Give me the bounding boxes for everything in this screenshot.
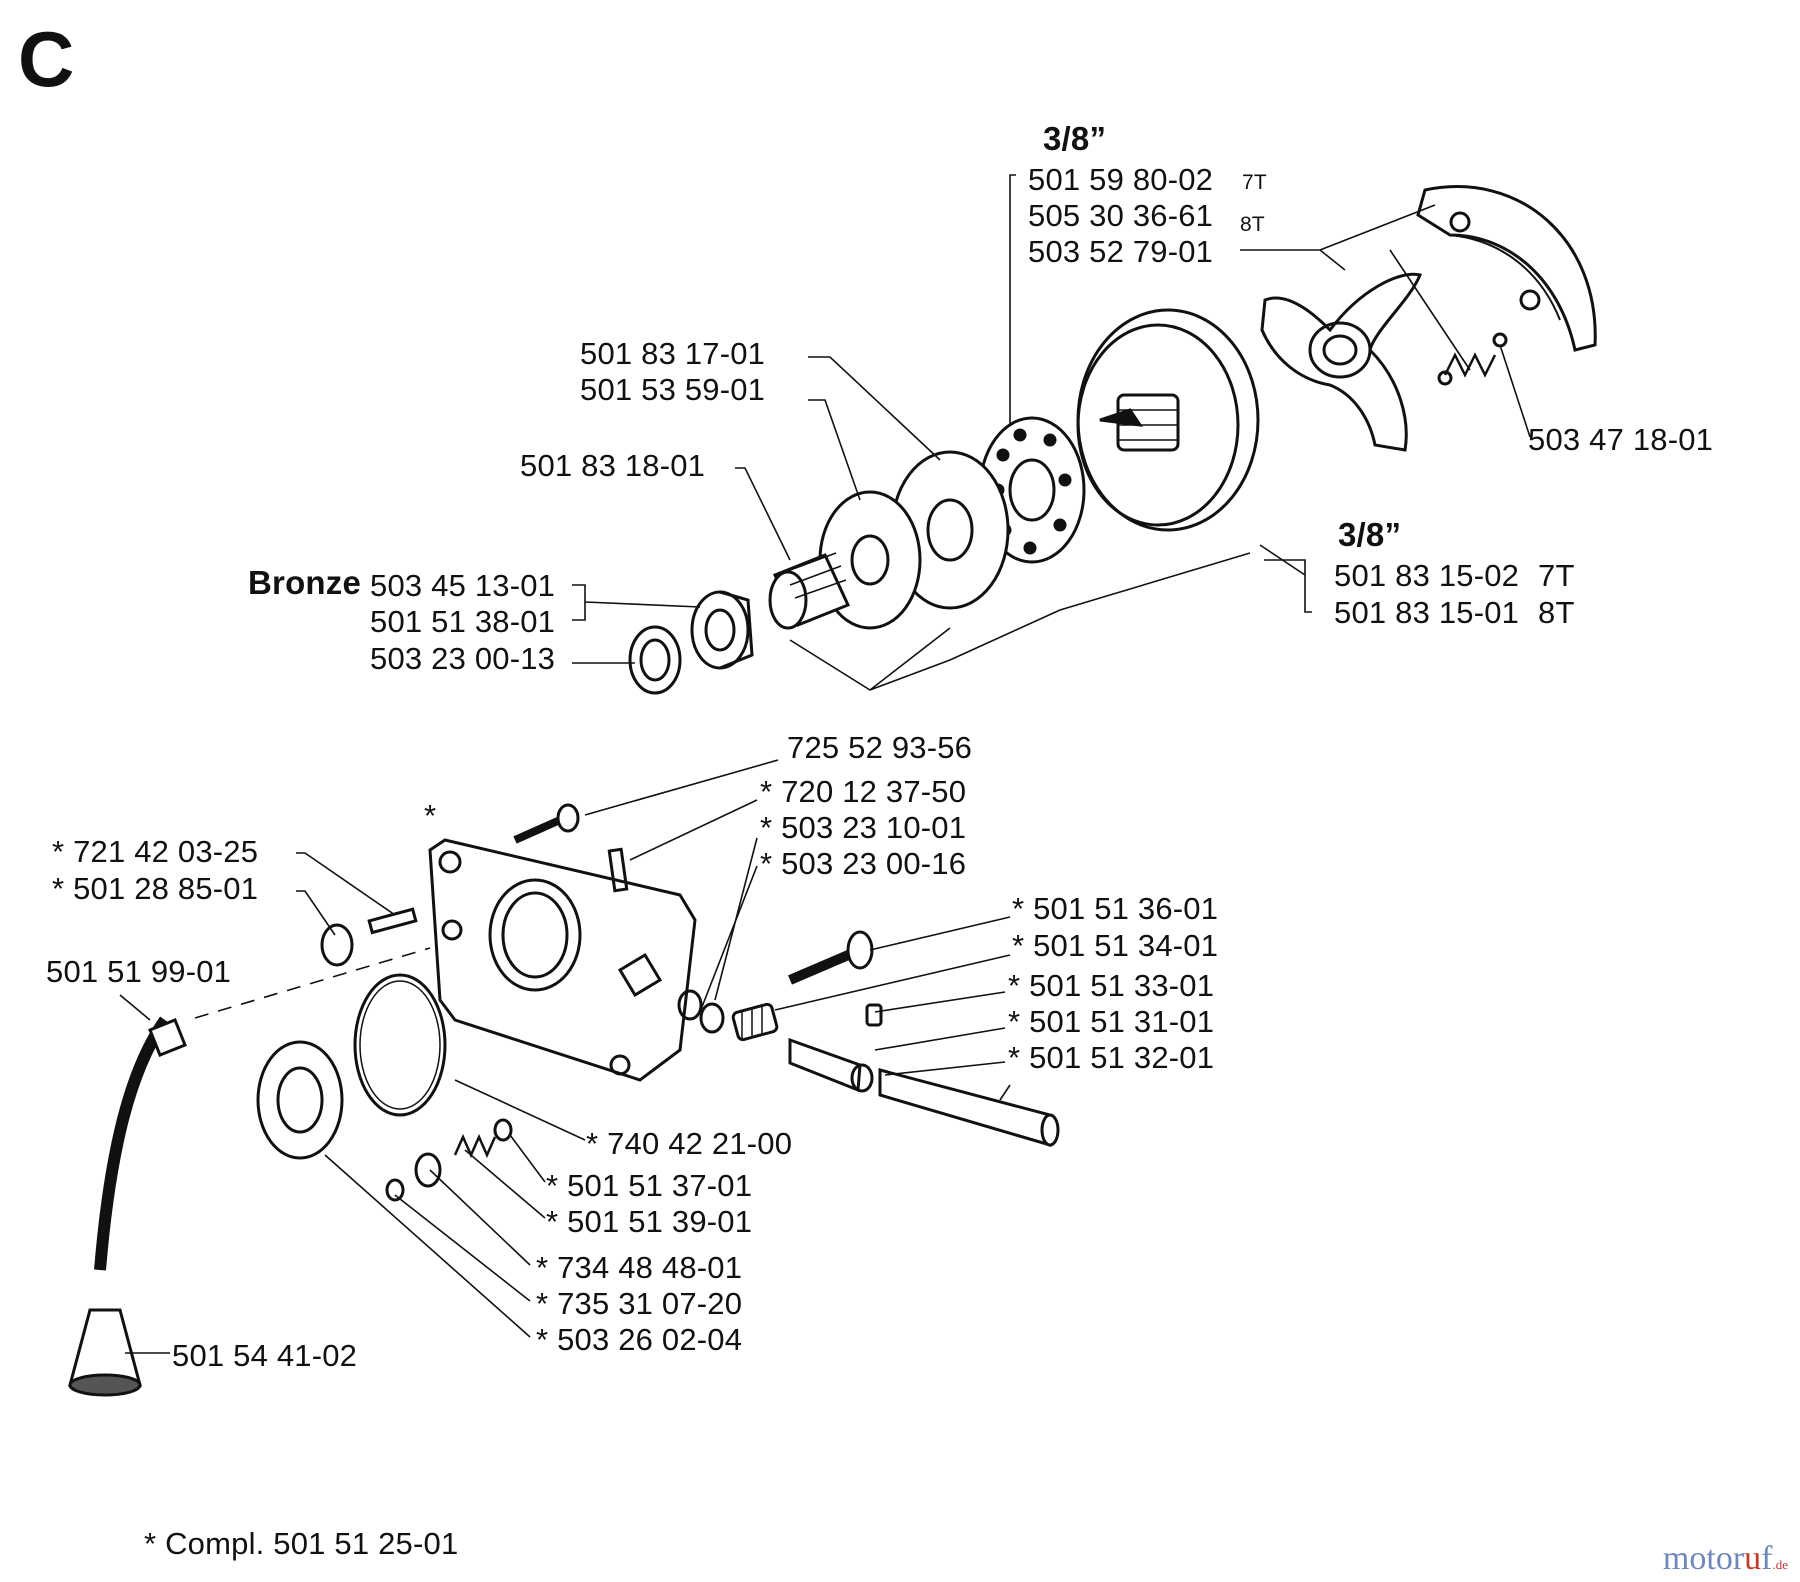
part-503-23-10-01: * 503 23 10-01 (760, 810, 967, 845)
leader-lines-top (572, 174, 1531, 691)
part-501-51-38-01: 501 51 38-01 (370, 604, 556, 639)
section-letter: C (18, 15, 75, 103)
teeth-8t-top: 8T (1240, 213, 1265, 236)
bronze-bushing-drawing (690, 590, 754, 670)
part-503-45-13-01: 503 45 13-01 (370, 568, 556, 603)
brand-watermark: motoruf.de (1662, 1540, 1788, 1577)
size-label-mid: 3/8” (1338, 516, 1402, 553)
part-501-51-37-01: * 501 51 37-01 (546, 1168, 753, 1203)
small-pin-drawing (367, 907, 418, 935)
footnote: * Compl. 501 51 25-01 (144, 1526, 459, 1561)
oil-hose-drawing (94, 1016, 187, 1271)
pin-drawing (607, 847, 629, 893)
part-720-12-37-50: * 720 12 37-50 (760, 774, 967, 809)
part-503-26-02-04: * 503 26 02-04 (536, 1322, 743, 1357)
part-501-51-99-01: 501 51 99-01 (46, 954, 232, 989)
bronze-label: Bronze (248, 564, 362, 601)
part-503-47-18-01: 503 47 18-01 (1528, 422, 1714, 457)
part-501-51-31-01: * 501 51 31-01 (1008, 1004, 1215, 1039)
part-501-59-80-02: 501 59 80-02 (1028, 162, 1214, 197)
part-740-42-21-00: * 740 42 21-00 (586, 1126, 793, 1161)
part-501-51-36-01: * 501 51 36-01 (1012, 891, 1219, 926)
part-501-51-33-01: * 501 51 33-01 (1008, 968, 1215, 1003)
part-725-52-93-56: 725 52 93-56 (787, 730, 973, 765)
part-501-83-15-02: 501 83 15-02 (1334, 558, 1520, 593)
washer-721-drawing (320, 923, 354, 967)
part-505-30-36-61: 505 30 36-61 (1028, 198, 1214, 233)
part-501-83-18-01: 501 83 18-01 (520, 448, 706, 483)
teeth-8t: 8T (1538, 595, 1575, 630)
leader-lines-bottom (119, 759, 1011, 1354)
teeth-7t-top: 7T (1242, 171, 1267, 194)
needle-bearing-drawing (768, 552, 851, 630)
worm-gear-drawing (731, 1002, 779, 1042)
housing-asterisk: * (424, 798, 437, 833)
o-ring-drawing (353, 973, 447, 1117)
ring-washer-drawing (628, 625, 682, 695)
bolt-drawing (513, 803, 580, 844)
pump-housing-drawing (428, 838, 697, 1082)
clutch-spring-drawing (1437, 332, 1508, 386)
size-label-top: 3/8” (1043, 120, 1107, 157)
part-503-52-79-01: 503 52 79-01 (1028, 234, 1214, 269)
oil-filter-drawing (68, 1308, 142, 1397)
part-501-28-85-01: * 501 28 85-01 (52, 871, 259, 906)
part-721-42-03-25: * 721 42 03-25 (52, 834, 259, 869)
part-503-23-00-16: * 503 23 00-16 (760, 846, 967, 881)
part-501-51-39-01: * 501 51 39-01 (546, 1204, 753, 1239)
pump-sleeve-drawing (788, 1037, 874, 1093)
clutch-spider-drawing (1260, 272, 1423, 452)
part-501-83-17-01: 501 83 17-01 (580, 336, 766, 371)
seal-ring-drawing (256, 1040, 344, 1160)
clutch-drum-drawing (1076, 308, 1260, 532)
pump-piston-drawing (878, 1068, 1060, 1148)
clutch-shoe-drawing (1416, 185, 1597, 352)
part-734-48-48-01: * 734 48 48-01 (536, 1250, 743, 1285)
teeth-7t: 7T (1538, 558, 1575, 593)
part-501-54-41-02: 501 54 41-02 (172, 1338, 358, 1373)
part-501-53-59-01: 501 53 59-01 (580, 372, 766, 407)
part-735-31-07-20: * 735 31 07-20 (536, 1286, 743, 1321)
part-503-23-00-13: 503 23 00-13 (370, 641, 556, 676)
part-501-51-32-01: * 501 51 32-01 (1008, 1040, 1215, 1075)
part-501-83-15-01: 501 83 15-01 (1334, 595, 1520, 630)
part-501-51-34-01: * 501 51 34-01 (1012, 928, 1219, 963)
